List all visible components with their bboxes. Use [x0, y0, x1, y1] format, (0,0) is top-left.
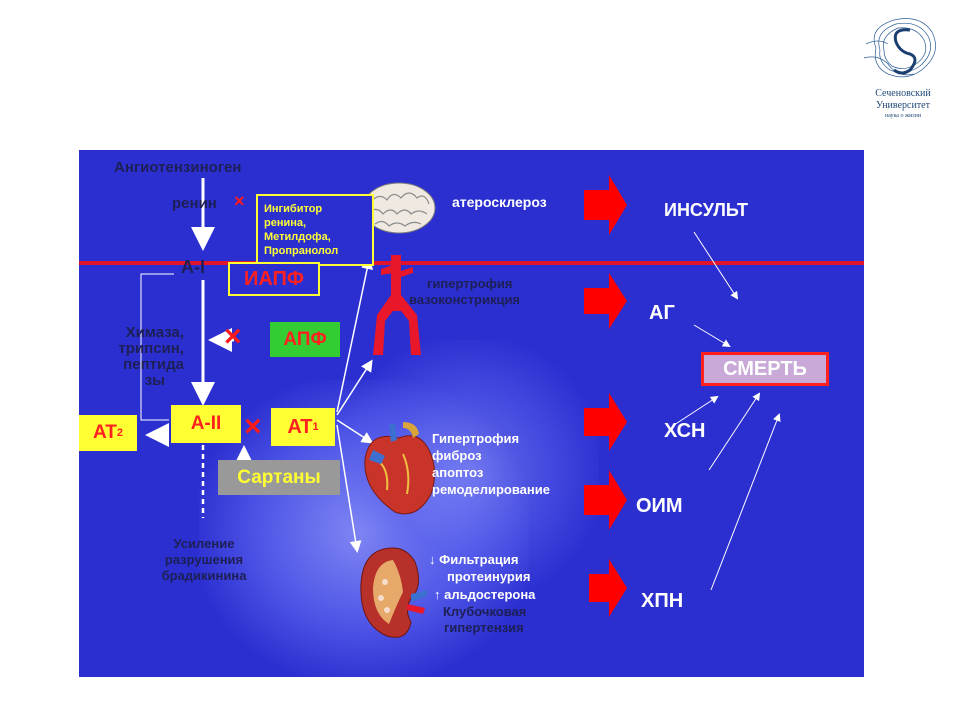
kidney-icon: [360, 547, 427, 638]
chymase-line-1: Химаза,: [125, 324, 184, 341]
chymase-line-3: пептида: [123, 356, 184, 373]
heart-effect-line-4: ремоделирование: [432, 482, 550, 497]
at1-subscript: 1: [312, 421, 319, 433]
a2-box: A-II: [171, 405, 241, 443]
heart-icon: [364, 422, 435, 515]
chymase-line-2: трипсин,: [118, 340, 184, 357]
raas-diagram-panel: Ангиотензиноген ренин × Ингибитор ренина…: [79, 150, 864, 677]
outcome-hpn: ХПН: [641, 590, 684, 612]
divider-red-line: [79, 261, 864, 265]
kidney-effect-line-5: гипертензия: [444, 620, 524, 635]
logo-line-3: наука о жизни: [884, 113, 922, 119]
heart-effect-line-2: фиброз: [432, 448, 482, 463]
bradykinin-line-3: брадикинина: [161, 568, 247, 583]
atherosclerosis-label: атеросклероз: [452, 194, 547, 210]
logo-line-2: Университет: [876, 100, 930, 111]
renin-inhibitor-line-3: Метилдофа,: [264, 231, 331, 243]
bradykinin-line-2: разрушения: [164, 552, 244, 567]
iapf-box: ИАПФ: [228, 262, 320, 296]
chymase-line-4: зы: [144, 372, 165, 389]
heart-effect-line-1: Гипертрофия: [432, 431, 520, 446]
outcome-hsn: ХСН: [664, 420, 706, 442]
sechenov-logo: Сеченовский Университет наука о жизни: [858, 14, 948, 126]
heart-effect-line-3: апоптоз: [432, 465, 484, 480]
renin-inhibitor-box: Ингибитор ренина, Метилдофа, Пропранолол: [256, 194, 374, 266]
death-box: СМЕРТЬ: [701, 352, 829, 386]
aorta-vessel-icon: [373, 255, 421, 355]
apf-block-mark: ×: [224, 320, 242, 353]
logo-line-1: Сеченовский: [875, 88, 931, 99]
sartans-box: Сартаны: [218, 460, 340, 495]
vessel-effect-line-2: вазоконстрикция: [409, 292, 521, 307]
a1-label: A-I: [181, 257, 205, 277]
at1-label: AT: [287, 415, 313, 438]
vessel-effect-line-1: гипертрофия: [427, 276, 513, 291]
kidney-effect-line-1: ↓ Фильтрация: [429, 552, 519, 567]
angiotensinogen-label: Ангиотензиноген: [114, 159, 242, 176]
bradykinin-line-1: Усиление: [173, 536, 235, 551]
at2-label: AT: [92, 422, 117, 443]
kidney-effect-line-2: протеинурия: [447, 569, 531, 584]
renin-block-mark: ×: [234, 191, 245, 211]
logo-emblem-icon: [863, 18, 936, 78]
renin-inhibitor-line-1: Ингибитор: [264, 203, 323, 215]
renin-inhibitor-line-2: ренина,: [264, 217, 307, 229]
kidney-effect-line-4: Клубочковая: [443, 604, 527, 619]
outcome-stroke: ИНСУЛЬТ: [664, 200, 748, 220]
at1-block-mark: ×: [244, 410, 262, 443]
apf-box: АПФ: [270, 322, 340, 357]
renin-inhibitor-line-4: Пропранолол: [264, 245, 339, 257]
kidney-effect-line-3: ↑ альдостерона: [434, 587, 536, 602]
renin-label: ренин: [172, 195, 217, 212]
outcome-oim: ОИМ: [636, 495, 683, 517]
at2-subscript: 2: [116, 427, 124, 439]
outcome-ag: АГ: [649, 302, 675, 324]
